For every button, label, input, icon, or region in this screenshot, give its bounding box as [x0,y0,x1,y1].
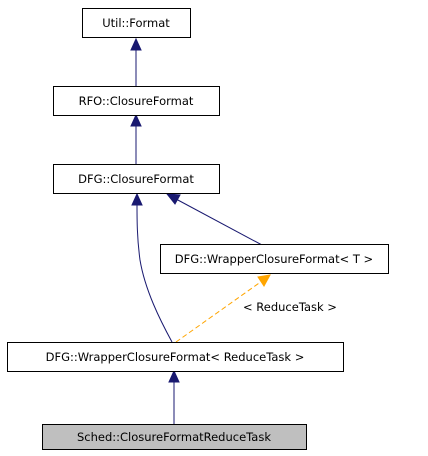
node-dfg-wrapper-closure-format-t[interactable]: DFG::WrapperClosureFormat< T > [160,244,389,274]
svg-text:DFG::WrapperClosureFormat< Red: DFG::WrapperClosureFormat< ReduceTask > [46,350,305,364]
svg-text:Util::Format: Util::Format [102,16,170,30]
edge-rfo-to-util [130,37,142,87]
node-rfo-closure-format[interactable]: RFO::ClosureFormat [53,86,220,116]
template-arg-label: < ReduceTask > [243,300,337,314]
node-dfg-closure-format[interactable]: DFG::ClosureFormat [53,164,220,194]
svg-text:RFO::ClosureFormat: RFO::ClosureFormat [79,94,194,108]
edge-dfg-closure-to-rfo [130,113,142,165]
edge-wrapper-t-to-dfg-closure [165,193,263,246]
node-sched-closure-format-reduce-task[interactable]: Sched::ClosureFormatReduceTask [42,424,307,450]
svg-text:DFG::WrapperClosureFormat< T >: DFG::WrapperClosureFormat< T > [175,252,373,266]
edge-wrapper-reduce-to-dfg-closure [131,192,173,343]
node-util-format[interactable]: Util::Format [82,8,191,38]
edge-wrapper-reduce-to-wrapper-t [175,274,271,343]
edge-sched-to-wrapper-reduce [168,369,180,424]
node-dfg-wrapper-closure-format-reduce-task[interactable]: DFG::WrapperClosureFormat< ReduceTask > [7,342,344,372]
svg-text:DFG::ClosureFormat: DFG::ClosureFormat [78,172,194,186]
svg-text:Sched::ClosureFormatReduceTask: Sched::ClosureFormatReduceTask [77,430,271,444]
